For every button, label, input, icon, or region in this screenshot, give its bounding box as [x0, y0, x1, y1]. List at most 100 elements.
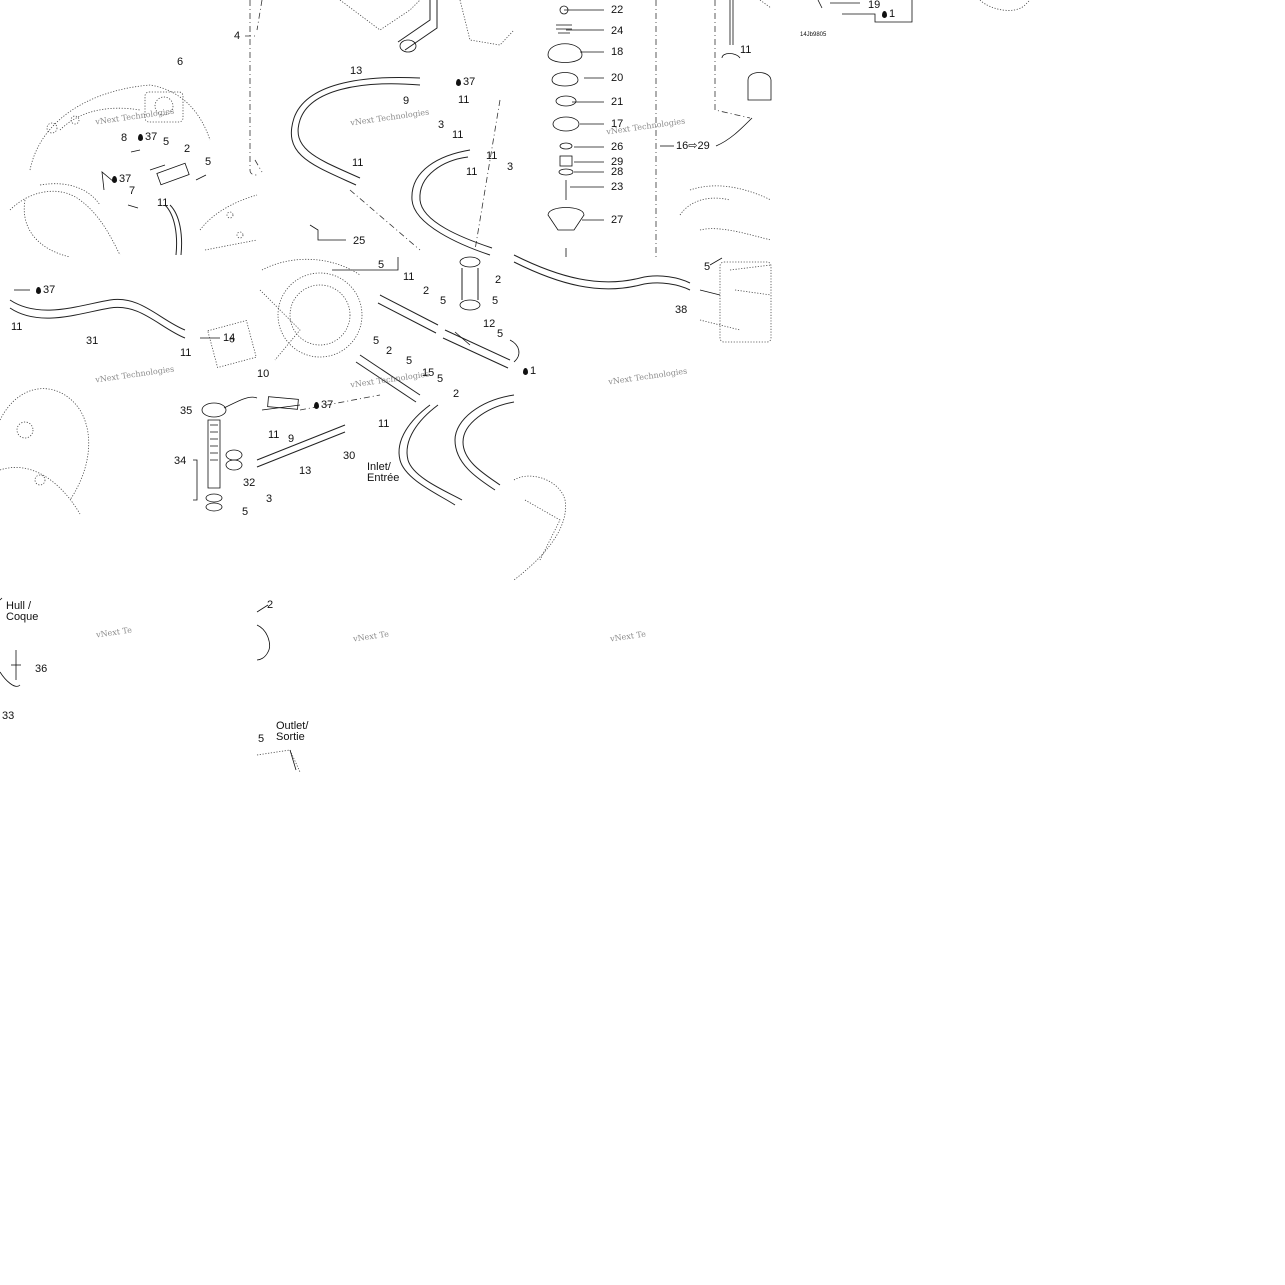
lower-details	[0, 475, 566, 773]
callout-number: 35	[180, 405, 193, 417]
callout-number: 37	[119, 173, 132, 185]
callout-number: 34	[174, 455, 187, 467]
callout-19: 19	[868, 0, 880, 11]
callout-number: 37	[43, 284, 56, 296]
callout-27: 27	[611, 215, 623, 226]
callout-3: 3	[438, 120, 444, 131]
callout-number: 9	[403, 95, 410, 107]
callout-34: 34	[174, 456, 186, 467]
callout-33: 33	[2, 711, 14, 722]
callout-11: 11	[740, 45, 751, 56]
callout-number: 13	[350, 65, 363, 77]
callout-32: 32	[243, 478, 255, 489]
callout-37: 37	[112, 174, 131, 185]
callout-number: 32	[243, 477, 256, 489]
callout-number: 11	[268, 429, 280, 441]
callout-2: 2	[495, 275, 501, 286]
callout-11: 11	[486, 151, 497, 162]
callout-5: 5	[373, 336, 379, 347]
callout-12: 12	[483, 319, 495, 330]
callout-25: 25	[353, 236, 365, 247]
callout-2: 2	[453, 389, 459, 400]
callout-30: 30	[343, 451, 355, 462]
callout-number: 2	[267, 599, 274, 611]
callout-9: 9	[288, 434, 294, 445]
callout-number: 16⇨29	[676, 140, 710, 152]
callout-number: 5	[492, 295, 499, 307]
callout-37: 37	[314, 400, 333, 411]
callout-5: 5	[205, 157, 211, 168]
callout-number: 37	[463, 76, 476, 88]
callout-number: 11	[157, 197, 169, 209]
callout-17: 17	[611, 119, 623, 130]
callout-number: 28	[611, 166, 624, 178]
callout-11: 11	[352, 158, 363, 169]
callout-18: 18	[611, 47, 623, 58]
callout-number: 33	[2, 710, 15, 722]
callout-1: 1	[882, 9, 895, 20]
callout-7: 7	[129, 186, 135, 197]
hose-and-tank-left	[0, 289, 258, 515]
callout-number: 11	[458, 94, 470, 106]
callout-number: 12	[483, 318, 496, 330]
callout-15: 15	[422, 368, 434, 379]
jet-pump-housing	[699, 257, 772, 343]
callout-37: 37	[36, 285, 55, 296]
sealant-drop-icon	[138, 134, 143, 141]
callout-6: 6	[177, 57, 183, 68]
callout-number: 17	[611, 118, 624, 130]
callout-number: 30	[343, 450, 356, 462]
hose-routing-upper	[254, 0, 515, 271]
callout-number: 15	[422, 367, 435, 379]
callout-number: 10	[257, 368, 270, 380]
callout-23: 23	[611, 182, 623, 193]
callout-number: 14	[223, 332, 236, 344]
callout-number: 2	[386, 345, 393, 357]
sealant-drop-icon	[882, 11, 887, 18]
callout-2: 2	[267, 600, 273, 611]
hull-label: Hull /	[6, 600, 32, 612]
callout-number: 4	[234, 30, 241, 42]
callout-number: 37	[321, 399, 334, 411]
callout-28: 28	[611, 167, 623, 178]
callout-number: 1	[889, 8, 896, 20]
callout-11: 11	[458, 95, 469, 106]
callout-1629: 16⇨29	[676, 141, 710, 152]
callout-number: 11	[378, 418, 390, 430]
callout-9: 9	[403, 96, 409, 107]
callout-5: 5	[437, 374, 443, 385]
callout-11: 11	[466, 167, 477, 178]
callout-11: 11	[268, 430, 279, 441]
callout-22: 22	[611, 5, 623, 16]
callout-number: 5	[406, 355, 413, 367]
exhaust-manifold-drawing	[9, 84, 258, 258]
callout-number: 9	[288, 433, 295, 445]
callout-2: 2	[184, 144, 190, 155]
callout-number: 19	[868, 0, 881, 11]
callout-11: 11	[180, 348, 191, 359]
callout-14: 14	[223, 333, 235, 344]
callout-number: 27	[611, 214, 624, 226]
callout-number: 5	[378, 259, 385, 271]
callout-number: 5	[440, 295, 447, 307]
callout-4: 4	[234, 31, 240, 42]
callout-number: 11	[403, 271, 415, 283]
callout-26: 26	[611, 142, 623, 153]
callout-number: 5	[163, 136, 170, 148]
callout-number: 20	[611, 72, 624, 84]
callout-number: 5	[373, 335, 380, 347]
callout-5: 5	[704, 262, 710, 273]
callout-number: 38	[675, 304, 688, 316]
callout-number: 11	[466, 166, 478, 178]
callout-number: 5	[497, 328, 504, 340]
drawing-code: 14Jb9805	[800, 32, 827, 38]
callout-number: 2	[423, 285, 430, 297]
callout-11: 11	[452, 130, 463, 141]
callout-number: 3	[266, 493, 273, 505]
callout-5: 5	[242, 507, 248, 518]
outlet-label: Outlet/	[276, 720, 309, 732]
callout-number: 37	[145, 131, 158, 143]
sealant-drop-icon	[112, 176, 117, 183]
callout-10: 10	[257, 369, 269, 380]
